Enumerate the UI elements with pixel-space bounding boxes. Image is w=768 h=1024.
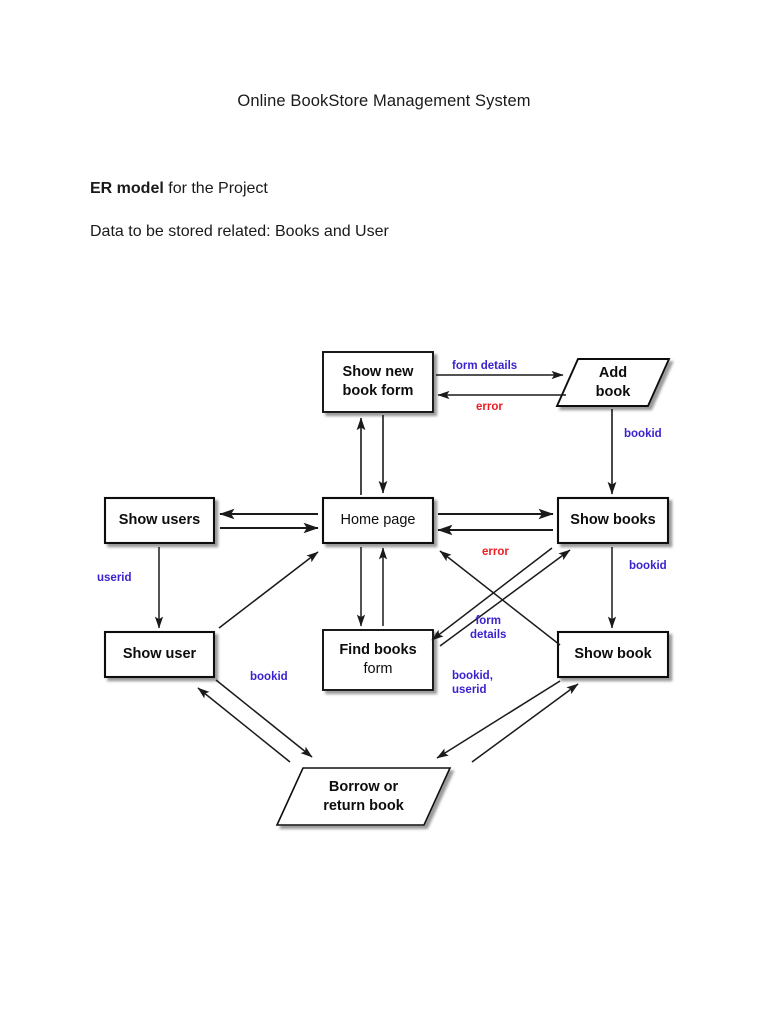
edge-showbook-to-borrowreturn <box>436 680 561 759</box>
node-home-page-shape <box>321 496 435 545</box>
edge-borrowreturn-to-showbook <box>471 683 579 763</box>
paragraph-data-stored-text: Data to be stored related: Books and Use… <box>90 223 389 240</box>
node-find-books-form-shape <box>322 629 434 691</box>
edge-showbook-to-homepage <box>439 550 561 646</box>
page-title: Online BookStore Management System <box>237 92 531 110</box>
node-show-user-shape <box>103 630 216 679</box>
paragraph-data-stored: Data to be stored related: Books and Use… <box>90 223 389 241</box>
edge-findbooksform-to-showbooks <box>439 549 571 647</box>
node-add-book-shape <box>555 358 671 407</box>
edge-showuser-to-borrowreturn <box>215 679 313 758</box>
paragraph-er-model-bold: ER model <box>90 180 164 197</box>
paragraph-er-model-rest: for the Project <box>163 180 268 197</box>
node-show-books-shape <box>556 496 670 545</box>
node-borrow-or-return-book-shape <box>275 767 452 826</box>
edge-borrowreturn-to-showuser <box>197 687 291 763</box>
node-show-new-book-form-shape <box>322 351 434 413</box>
edge-showbooks-to-findbooksform <box>431 547 553 641</box>
node-show-users-shape <box>103 496 216 545</box>
edge-showuser-to-homepage <box>218 551 319 629</box>
node-show-book-shape <box>556 630 670 679</box>
paragraph-er-model: ER model for the Project <box>90 180 268 198</box>
